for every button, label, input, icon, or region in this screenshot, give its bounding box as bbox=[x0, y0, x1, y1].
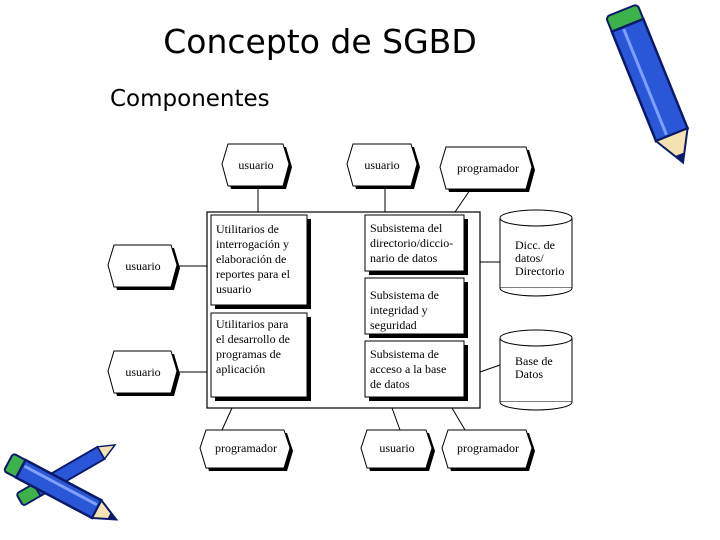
actor-label: usuario bbox=[238, 158, 273, 172]
module-text-utilitarios-desarrollo: Utilitarios para el desarrollo de progra… bbox=[216, 317, 290, 377]
text-line: el desarrollo de bbox=[216, 332, 290, 346]
connector-programador-top bbox=[454, 189, 471, 213]
text-line: programas de bbox=[216, 347, 281, 361]
text-line: Subsistema de bbox=[370, 347, 439, 361]
connector-usuario-bottom bbox=[391, 407, 401, 431]
actor-programador-bottom1: programador bbox=[199, 429, 293, 471]
pencil-icon-top-right bbox=[606, 4, 690, 165]
connector-programador-bottom1 bbox=[221, 407, 233, 431]
text-line: Dicc. de bbox=[515, 238, 555, 252]
actor-label: programador bbox=[215, 441, 277, 455]
store-text-diccionario: Dicc. de datos/ Directorio bbox=[515, 239, 564, 278]
actor-usuario-left2: usuario bbox=[107, 350, 180, 396]
pencils-icon-bottom-left bbox=[3, 443, 119, 521]
actor-usuario-top2: usuario bbox=[346, 143, 420, 189]
text-line: Base de bbox=[515, 354, 553, 368]
text-line: de datos bbox=[370, 377, 410, 391]
text-line: usuario bbox=[216, 282, 252, 296]
text-line: reportes para el bbox=[216, 267, 290, 281]
text-line: directorio/diccio- bbox=[370, 236, 454, 250]
store-base-datos bbox=[499, 329, 573, 411]
module-text-utilitarios-consulta: Utilitarios de interrogación y elaboraci… bbox=[216, 222, 290, 297]
text-line: Utilitarios para bbox=[216, 317, 289, 331]
store-diccionario bbox=[499, 209, 573, 297]
actor-label: programador bbox=[457, 441, 519, 455]
text-line: seguridad bbox=[370, 318, 417, 332]
text-line: integridad y bbox=[370, 303, 428, 317]
connectors bbox=[177, 186, 501, 431]
actor-usuario-left1: usuario bbox=[107, 244, 180, 290]
actor-label: programador bbox=[457, 161, 519, 175]
module-subsistema-integridad bbox=[364, 277, 468, 338]
text-line: elaboración de bbox=[216, 252, 287, 266]
module-subsistema-directorio bbox=[364, 214, 468, 275]
text-line: datos/ bbox=[515, 251, 544, 265]
text-line: Subsistema del bbox=[370, 221, 443, 235]
actor-label: usuario bbox=[379, 441, 414, 455]
module-text-subsistema-integridad: Subsistema de integridad y seguridad bbox=[370, 288, 439, 333]
actor-programador-bottom2: programador bbox=[441, 429, 535, 471]
actor-label: usuario bbox=[125, 259, 160, 273]
module-text-subsistema-acceso: Subsistema de acceso a la base de datos bbox=[370, 347, 446, 392]
module-subsistema-acceso bbox=[364, 340, 468, 401]
actor-programador-top: programador bbox=[439, 146, 535, 192]
text-line: aplicación bbox=[216, 362, 266, 376]
actor-label: usuario bbox=[125, 365, 160, 379]
actor-usuario-top1: usuario bbox=[221, 143, 292, 189]
text-line: Directorio bbox=[515, 264, 565, 278]
slide-subtitle: Componentes bbox=[110, 86, 270, 112]
text-line: Subsistema de bbox=[370, 288, 439, 302]
text-line: interrogación y bbox=[216, 237, 289, 251]
module-utilitarios-consulta bbox=[210, 214, 311, 309]
text-line: Utilitarios de bbox=[216, 222, 279, 236]
connector-programador-bottom2 bbox=[451, 407, 466, 431]
connector-base-datos bbox=[479, 364, 501, 373]
text-line: Datos bbox=[515, 367, 543, 381]
store-text-base-datos: Base de Datos bbox=[515, 355, 553, 381]
text-line: acceso a la base bbox=[370, 362, 447, 376]
slide-title: Concepto de SGBD bbox=[163, 22, 477, 61]
actor-label: usuario bbox=[364, 158, 399, 172]
module-utilitarios-desarrollo bbox=[210, 312, 311, 401]
module-text-subsistema-directorio: Subsistema del directorio/diccio- nario … bbox=[370, 221, 453, 266]
actor-usuario-bottom: usuario bbox=[360, 429, 435, 471]
text-line: nario de datos bbox=[370, 251, 438, 265]
